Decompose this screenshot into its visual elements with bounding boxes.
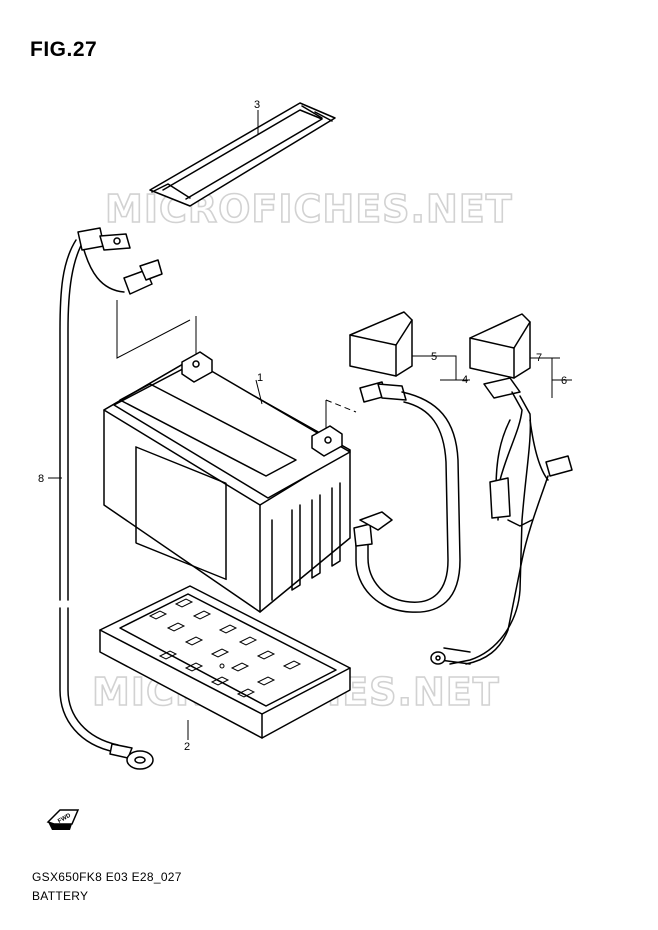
- battery-tray[interactable]: [99, 585, 351, 739]
- callout-line-5: [412, 355, 457, 380]
- terminal-cover-negative[interactable]: [469, 313, 531, 379]
- callout-line-1: [255, 379, 263, 405]
- battery-band[interactable]: [149, 102, 336, 207]
- diagram-code: GSX650FK8 E03 E28_027: [32, 870, 182, 884]
- figure-title: FIG.27: [30, 38, 98, 61]
- battery[interactable]: [103, 351, 351, 613]
- callout-8: 8: [38, 473, 44, 485]
- callout-1: 1: [257, 372, 263, 384]
- positive-cable[interactable]: [353, 381, 461, 613]
- callout-3: 3: [254, 99, 260, 111]
- callout-5: 5: [431, 351, 437, 363]
- guide-line-positive-dash: [325, 399, 357, 413]
- callout-7: 7: [536, 352, 542, 364]
- callout-2: 2: [184, 741, 190, 753]
- diagram-name: BATTERY: [32, 889, 89, 903]
- fwd-arrow-icon: FWD: [46, 809, 80, 830]
- guide-line-negative: [116, 300, 191, 359]
- negative-lead[interactable]: [59, 227, 163, 770]
- callout-line-7: [530, 357, 560, 398]
- callout-6: 6: [561, 375, 567, 387]
- callout-4: 4: [462, 374, 468, 386]
- terminal-cover-positive[interactable]: [349, 311, 413, 377]
- starter-harness[interactable]: [430, 377, 573, 665]
